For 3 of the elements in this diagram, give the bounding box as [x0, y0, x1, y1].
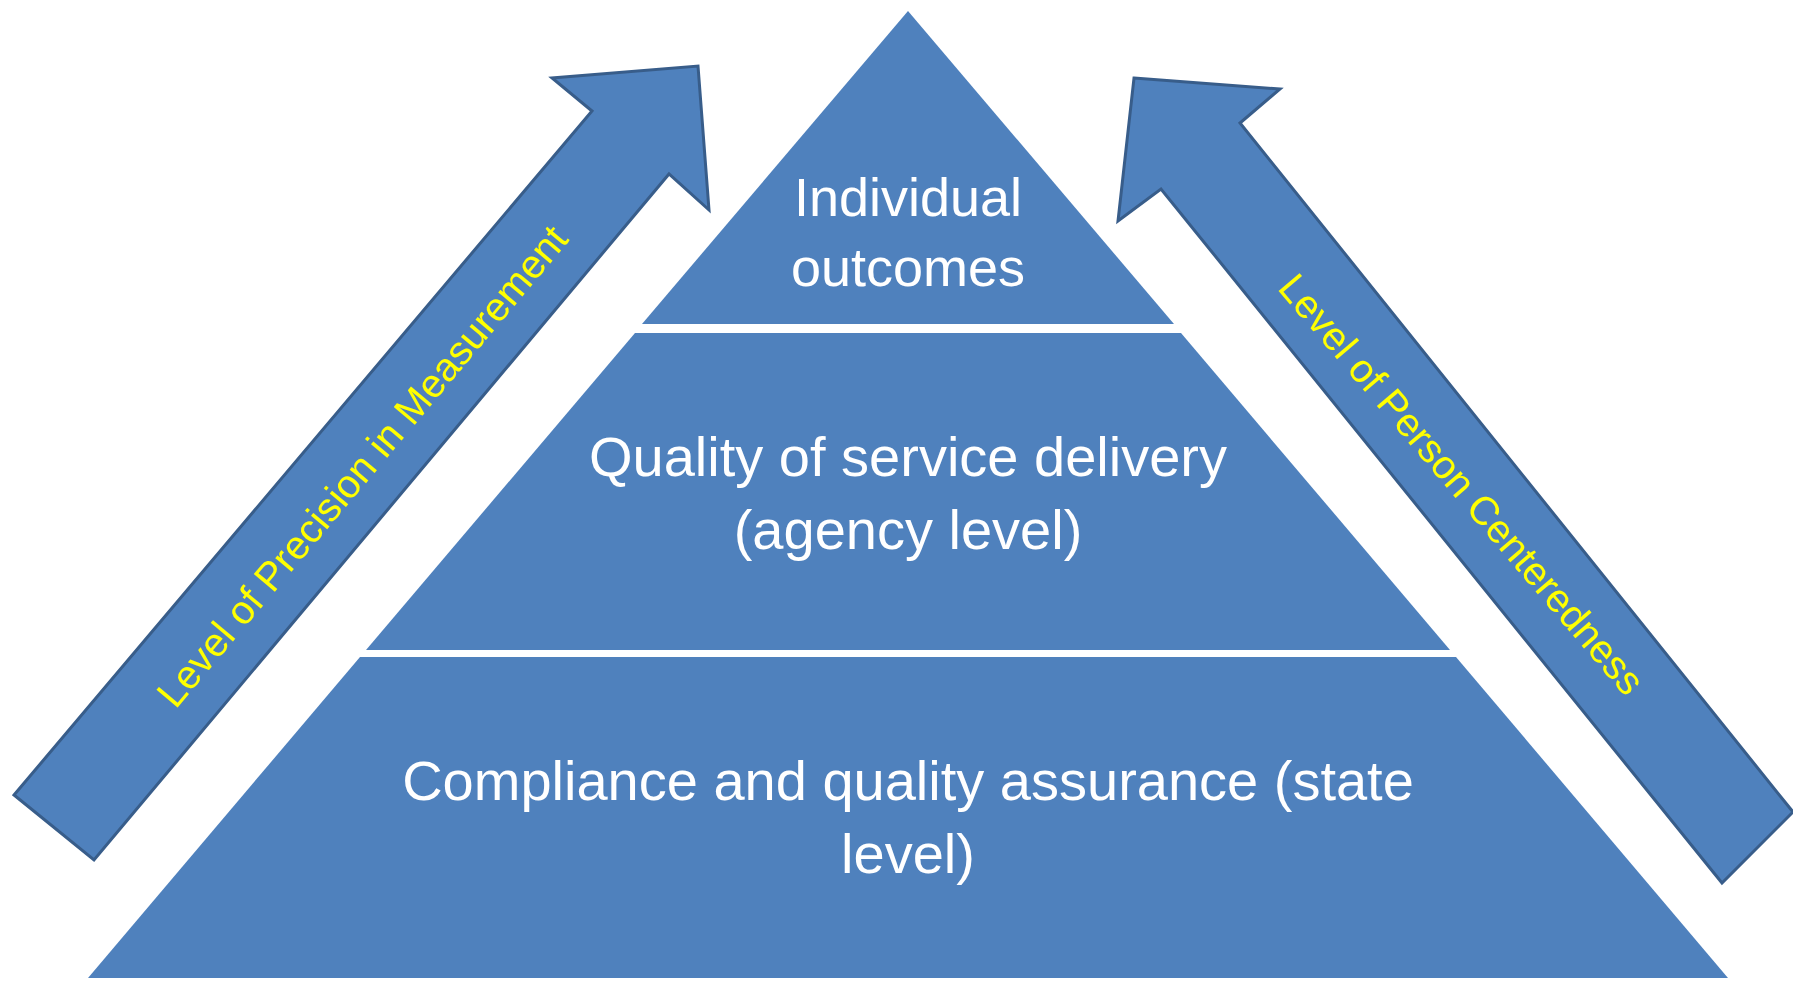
tier-label: Individual outcomes [789, 165, 1027, 299]
tier-label: Quality of service delivery (agency level) [588, 424, 1228, 563]
tier-label: Compliance and quality assurance (state level) [401, 748, 1415, 887]
